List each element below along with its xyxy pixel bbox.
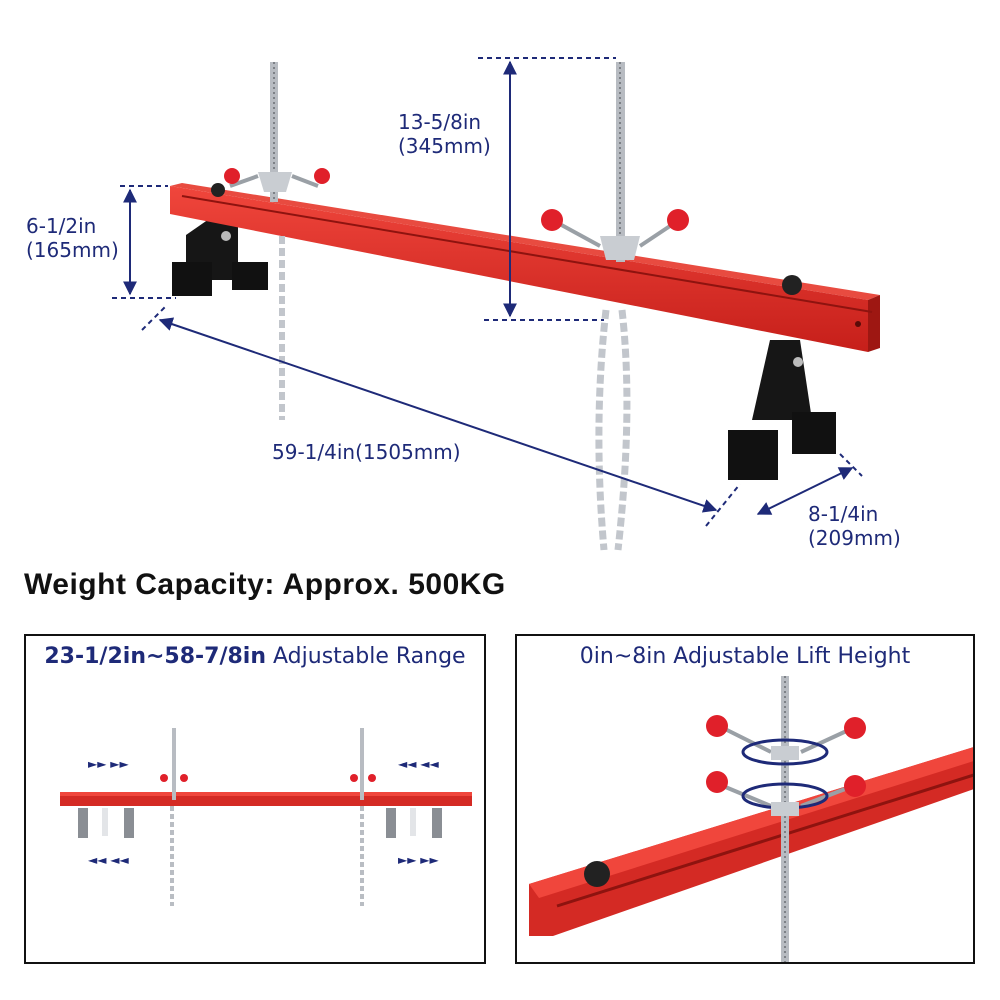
length-dimension-lines <box>141 305 741 527</box>
lower-lift-handle <box>706 771 866 816</box>
adjustable-range-panel: 23-1/2in~58-7/8in Adjustable Range ►► ►►… <box>24 634 486 964</box>
lift-height-illustration <box>529 676 973 962</box>
bar-height-in: 6-1/2in <box>26 214 97 238</box>
adjustable-range-title: 23-1/2in~58-7/8in Adjustable Range <box>26 644 484 669</box>
range-illustration: ►► ►► ◄◄ ◄◄ ◄◄ ◄◄ ►► ►► <box>60 728 472 906</box>
screw-height-label: 13-5/8in (345mm) <box>398 110 491 158</box>
bar-height-label: 6-1/2in (165mm) <box>26 214 119 262</box>
svg-text:►► ►►: ►► ►► <box>398 853 440 867</box>
length-label: 59-1/4in(1505mm) <box>272 440 461 464</box>
beam-knob-right <box>782 275 802 295</box>
upper-lift-handle <box>706 715 866 766</box>
foot-depth-in: 8-1/4in <box>808 502 879 526</box>
left-stand <box>172 210 268 296</box>
height-dimension-lines <box>112 185 176 299</box>
svg-text:◄◄ ◄◄: ◄◄ ◄◄ <box>88 853 130 867</box>
engine-support-bar-illustration <box>112 57 880 551</box>
left-lift-screw <box>224 62 330 202</box>
weight-capacity-heading: Weight Capacity: Approx. 500KG <box>24 568 506 601</box>
foot-depth-label: 8-1/4in (209mm) <box>808 502 901 550</box>
depth-dimension-lines <box>756 453 863 515</box>
foot-depth-mm: (209mm) <box>808 526 901 550</box>
beam-knob-left <box>211 183 225 197</box>
screw-height-mm: (345mm) <box>398 134 491 158</box>
range-values: 23-1/2in~58-7/8in <box>44 644 267 669</box>
right-stand <box>728 340 836 480</box>
support-beam <box>170 183 880 352</box>
svg-text:◄◄ ◄◄: ◄◄ ◄◄ <box>398 757 440 771</box>
range-caption: Adjustable Range <box>266 644 466 669</box>
right-chain <box>595 309 631 551</box>
right-lift-screw <box>541 62 689 262</box>
lift-height-panel: 0in~8in Adjustable Lift Height <box>515 634 975 964</box>
lift-height-title: 0in~8in Adjustable Lift Height <box>579 644 911 669</box>
screw-height-in: 13-5/8in <box>398 110 482 134</box>
svg-text:►► ►►: ►► ►► <box>88 757 130 771</box>
bar-height-mm: (165mm) <box>26 238 119 262</box>
